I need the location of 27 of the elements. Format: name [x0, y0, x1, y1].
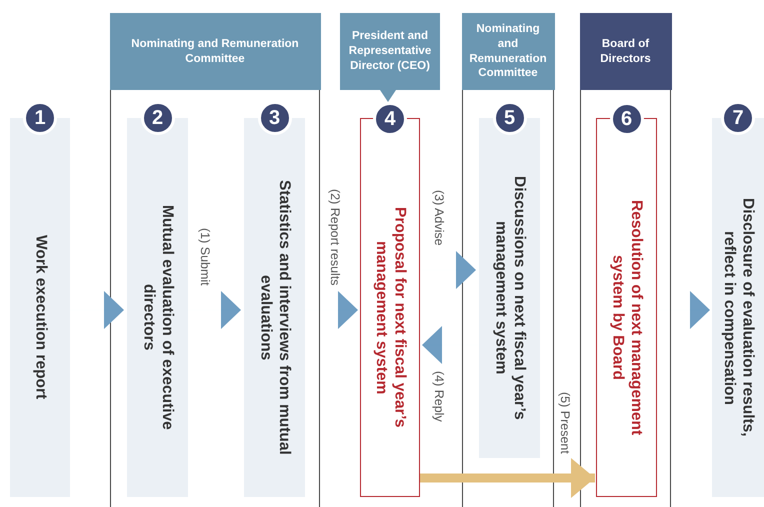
committee-column: [462, 13, 554, 507]
step-number-badge: 5: [492, 101, 526, 135]
step-number-badge: 4: [373, 102, 407, 136]
step-number-badge: 2: [140, 101, 174, 135]
column-header: Board of Directors: [580, 13, 672, 90]
column-header: Nominating and Remuneration Committee: [462, 13, 554, 90]
edge-label: (2) Report results: [328, 189, 342, 286]
step-label: Work execution report: [31, 235, 50, 400]
step-label: Discussions on next fiscal year’s management system: [492, 175, 528, 422]
edge-label: (5) Present: [558, 392, 572, 454]
edge-label: (3) Advise: [432, 190, 446, 246]
arrow: [420, 458, 595, 498]
step-label: Statistics and interviews from mutual evaluations: [256, 180, 294, 455]
step-label: Proposal for next fiscal year’s management system: [372, 206, 409, 430]
committee-column: [580, 13, 671, 507]
step-label: Resolution of next management system by Board: [608, 198, 646, 438]
edge-label: (1) Submit: [198, 228, 212, 286]
step-label: Disclosure of evaluation results, reflect in compensation: [720, 197, 757, 439]
step-number-badge: 1: [23, 101, 57, 135]
step-label: Mutual evaluation of executive directors: [140, 204, 176, 432]
step-number-badge: 7: [721, 101, 755, 135]
step-number-badge: 6: [610, 102, 644, 136]
edge-label: (4) Reply: [432, 371, 446, 422]
committee-column: [110, 13, 320, 507]
role-callout: President and Representative Director (CEO): [340, 13, 440, 102]
step-number-badge: 3: [258, 101, 292, 135]
column-header: Nominating and Remuneration Committee: [110, 13, 320, 90]
